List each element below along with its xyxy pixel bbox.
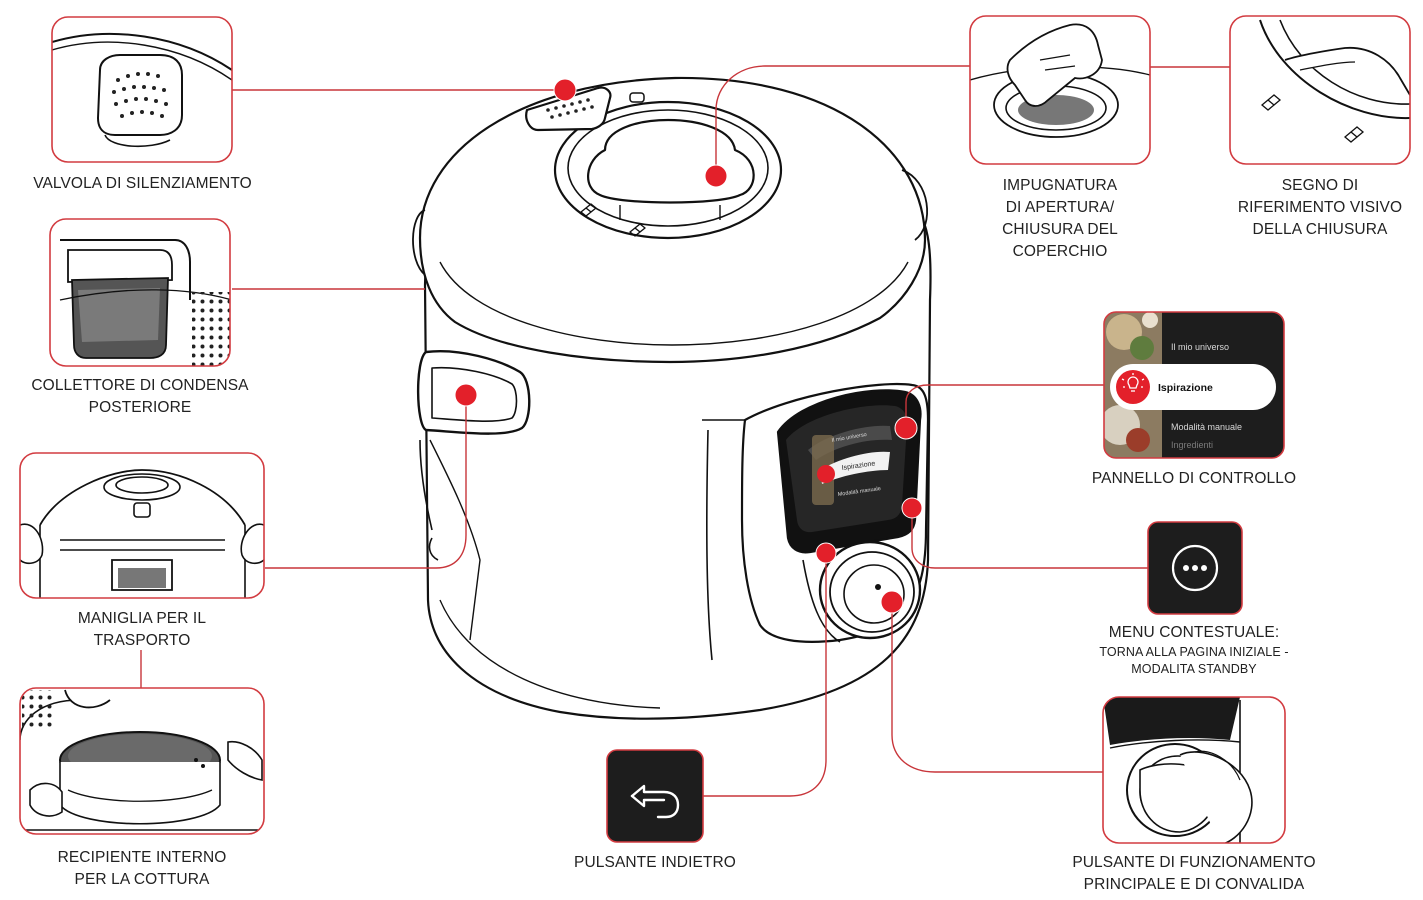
line-lid-handle xyxy=(715,65,970,176)
detail-inner-pot xyxy=(19,687,265,835)
line-knob xyxy=(891,602,1103,773)
label-line: PANNELLO DI CONTROLLO xyxy=(1091,470,1297,487)
detail-lid-handle xyxy=(969,15,1151,165)
appliance-screen-ui: Ispirazione Il mio universo Modalità man… xyxy=(808,425,892,505)
label-title: MENU CONTESTUALE: xyxy=(1108,624,1280,641)
detail-silencing-valve xyxy=(51,16,233,163)
label-line: PRINCIPALE E DI CONVALIDA xyxy=(1083,876,1305,893)
label-line: DELLA CHIUSURA xyxy=(1252,221,1388,238)
label-line: PULSANTE INDIETRO xyxy=(574,854,736,871)
label-line: DI APERTURA/ xyxy=(1005,199,1115,216)
detail-control-panel: Il mio universo Ispirazione Modalità man… xyxy=(1103,311,1285,459)
dot-valve xyxy=(553,78,577,102)
label-line: PER LA COTTURA xyxy=(74,871,210,888)
label-line: POSTERIORE xyxy=(88,399,192,416)
detail-transport-handle xyxy=(19,452,265,599)
label-subline: TORNA ALLA PAGINA INIZIALE - xyxy=(1099,645,1289,659)
label-line: MANIGLIA PER IL xyxy=(77,610,207,627)
label-line: IMPUGNATURA xyxy=(1002,177,1118,194)
label-line: CHIUSURA DEL xyxy=(1002,221,1118,238)
appliance-screen-selected: Ispirazione xyxy=(841,460,876,472)
dot-panel xyxy=(894,416,918,440)
back-arrow-icon xyxy=(630,784,680,819)
label-inner-pot: RECIPIENTE INTERNO PER LA COTTURA xyxy=(20,847,264,891)
appliance-screen-bottom: Modalità manuale xyxy=(837,486,881,498)
detail-locking-mark xyxy=(1229,15,1411,165)
label-control-panel: PANNELLO DI CONTROLLO xyxy=(1054,468,1334,490)
detail-main-knob xyxy=(1102,696,1286,844)
label-lid-handle: IMPUGNATURA DI APERTURA/ CHIUSURA DEL CO… xyxy=(970,175,1150,263)
dot-lid-handle xyxy=(704,164,728,188)
label-line: COPERCHIO xyxy=(1012,243,1108,260)
dot-knob xyxy=(880,590,904,614)
label-back-button: PULSANTE INDIETRO xyxy=(545,852,765,874)
screen-item-selected: Ispirazione xyxy=(1158,382,1213,394)
lid-valve xyxy=(525,86,612,132)
label-line: RIFERIMENTO VISIVO xyxy=(1237,199,1403,216)
label-line: TRASPORTO xyxy=(93,632,191,649)
pressure-cooker-illustration xyxy=(412,76,932,720)
label-transport-handle: MANIGLIA PER IL TRASPORTO xyxy=(20,608,264,652)
label-locking-mark: SEGNO DI RIFERIMENTO VISIVO DELLA CHIUSU… xyxy=(1218,175,1422,241)
line-handle xyxy=(265,395,467,569)
label-silencing-valve: VALVOLA DI SILENZIAMENTO xyxy=(0,173,285,195)
screen-item-top: Il mio universo xyxy=(1171,342,1229,352)
label-line: RECIPIENTE INTERNO xyxy=(57,849,227,866)
label-line: COLLETTORE DI CONDENSA xyxy=(31,377,249,394)
dot-handle xyxy=(454,383,478,407)
label-line: PULSANTE DI FUNZIONAMENTO xyxy=(1072,854,1316,871)
label-condensation-collector: COLLETTORE DI CONDENSA POSTERIORE xyxy=(0,375,280,419)
detail-context-menu xyxy=(1147,521,1243,615)
callout-lines xyxy=(140,65,1230,797)
line-back xyxy=(703,553,827,797)
more-options-icon xyxy=(1171,544,1219,592)
dot-menu xyxy=(901,497,923,519)
label-line: VALVOLA DI SILENZIAMENTO xyxy=(33,175,252,192)
label-main-button: PULSANTE DI FUNZIONAMENTO PRINCIPALE E D… xyxy=(1034,852,1354,896)
line-menu xyxy=(911,508,1148,569)
lightbulb-icon xyxy=(1121,373,1145,392)
detail-condensation-collector xyxy=(49,218,231,367)
detail-back-button xyxy=(606,749,704,843)
cooker-body-shadow xyxy=(429,439,481,641)
label-line: SEGNO DI xyxy=(1281,177,1359,194)
label-context-menu: MENU CONTESTUALE: TORNA ALLA PAGINA INIZ… xyxy=(1044,622,1344,678)
dot-back xyxy=(815,542,837,564)
screen-item-faded: Ingredienti xyxy=(1171,440,1213,450)
screen-item-bottom: Modalità manuale xyxy=(1171,422,1242,432)
label-subline: MODALITA STANDBY xyxy=(1131,662,1257,676)
line-panel xyxy=(905,384,1104,428)
callout-dots xyxy=(454,78,923,614)
